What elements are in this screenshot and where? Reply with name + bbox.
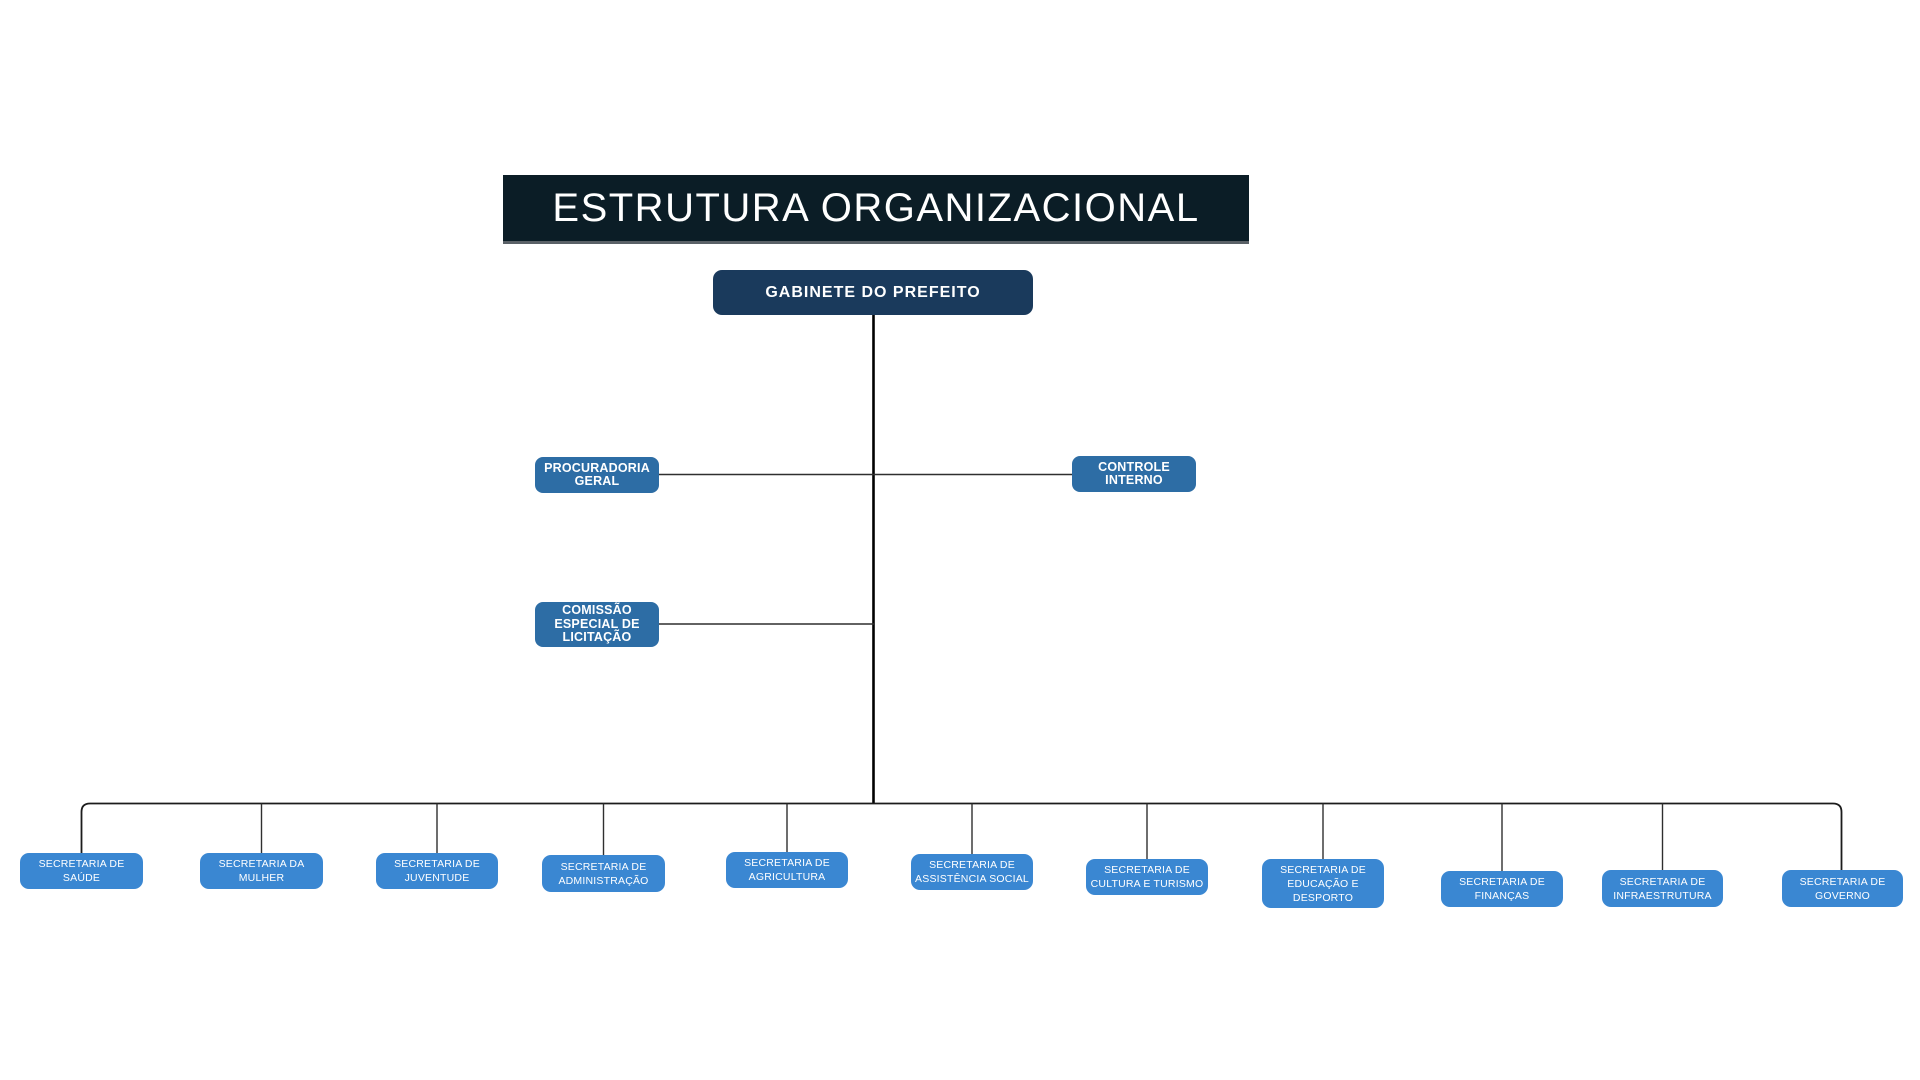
org-node-secretaria-assistencia-social: SECRETARIA DE ASSISTÊNCIA SOCIAL	[911, 854, 1033, 890]
org-node-secretaria-agricultura: SECRETARIA DE AGRICULTURA	[726, 852, 848, 888]
org-node-gabinete-do-prefeito: GABINETE DO PREFEITO	[713, 270, 1033, 315]
org-node-secretaria-juventude: SECRETARIA DE JUVENTUDE	[376, 853, 498, 889]
org-node-comissao-especial-de-licitacao: COMISSÃO ESPECIAL DE LICITAÇÃO	[535, 602, 659, 647]
org-node-secretaria-cultura-turismo: SECRETARIA DE CULTURA E TURISMO	[1086, 859, 1208, 895]
org-node-secretaria-financas: SECRETARIA DE FINANÇAS	[1441, 871, 1563, 907]
org-node-label: SECRETARIA DE FINANÇAS	[1459, 876, 1545, 902]
org-node-secretaria-educacao-desporto: SECRETARIA DE EDUCAÇÃO E DESPORTO	[1262, 859, 1384, 908]
org-node-label: SECRETARIA DE EDUCAÇÃO E DESPORTO	[1280, 863, 1366, 904]
org-node-secretaria-administracao: SECRETARIA DE ADMINISTRAÇÃO	[542, 855, 665, 892]
org-node-label: SECRETARIA DE SAÚDE	[38, 858, 125, 884]
org-node-secretaria-saude: SECRETARIA DE SAÚDE	[20, 853, 143, 889]
org-node-label: SECRETARIA DE ASSISTÊNCIA SOCIAL	[915, 859, 1029, 885]
org-node-secretaria-mulher: SECRETARIA DA MULHER	[200, 853, 323, 889]
org-node-label: PROCURADORIA GERAL	[544, 460, 650, 488]
org-node-label: GABINETE DO PREFEITO	[765, 283, 981, 301]
org-node-label: SECRETARIA DA MULHER	[218, 858, 305, 884]
org-node-label: COMISSÃO ESPECIAL DE LICITAÇÃO	[554, 603, 640, 645]
org-node-label: CONTROLE INTERNO	[1098, 459, 1170, 487]
org-node-label: SECRETARIA DE AGRICULTURA	[744, 857, 830, 883]
title-banner: ESTRUTURA ORGANIZACIONAL	[503, 175, 1249, 244]
org-node-label: SECRETARIA DE INFRAESTRUTURA	[1613, 875, 1712, 902]
org-node-procuradoria-geral: PROCURADORIA GERAL	[535, 457, 659, 493]
org-node-label: SECRETARIA DE JUVENTUDE	[394, 858, 480, 884]
org-node-label: SECRETARIA DE CULTURA E TURISMO	[1090, 864, 1204, 890]
org-node-secretaria-infraestrutura: SECRETARIA DE INFRAESTRUTURA	[1602, 870, 1723, 907]
org-node-secretaria-governo: SECRETARIA DE GOVERNO	[1782, 870, 1903, 907]
org-node-label: SECRETARIA DE ADMINISTRAÇÃO	[558, 860, 649, 887]
org-node-controle-interno: CONTROLE INTERNO	[1072, 456, 1196, 492]
page-title: ESTRUTURA ORGANIZACIONAL	[552, 185, 1200, 230]
org-node-label: SECRETARIA DE GOVERNO	[1799, 875, 1886, 902]
